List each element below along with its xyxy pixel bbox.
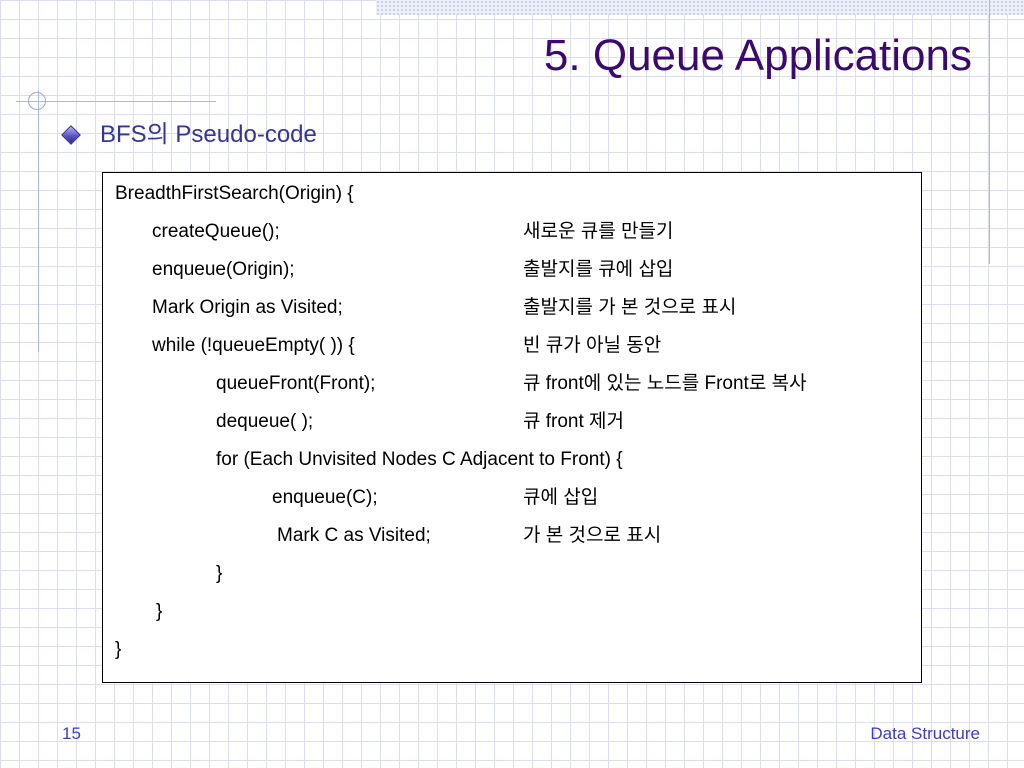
slide-title: 5. Queue Applications (543, 31, 972, 80)
code-comment: 새로운 큐를 만들기 (523, 221, 674, 242)
code-line: enqueue(C); (272, 487, 378, 508)
code-line: BreadthFirstSearch(Origin) { (115, 183, 354, 204)
code-comment: 출발지를 큐에 삽입 (523, 259, 674, 280)
code-comment: 큐에 삽입 (523, 487, 599, 508)
code-line: dequeue( ); (216, 411, 314, 432)
code-line: for (Each Unvisited Nodes C Adjacent to … (216, 449, 623, 470)
bullet-item: BFS의 Pseudo-code (61, 118, 317, 152)
code-comment: 가 본 것으로 표시 (523, 525, 662, 546)
decorative-circle (28, 92, 46, 110)
code-line: } (216, 563, 223, 584)
code-line: } (156, 601, 163, 622)
diamond-bullet-icon (61, 125, 81, 145)
code-comment: 큐 front 제거 (523, 411, 625, 432)
pseudo-code-box: BreadthFirstSearch(Origin) { createQueue… (102, 172, 922, 683)
code-line: createQueue(); (152, 221, 280, 242)
top-decoration-band (376, 0, 1024, 15)
code-line: while (!queueEmpty( )) { (152, 335, 355, 356)
bullet-text: BFS의 Pseudo-code (100, 121, 317, 148)
code-line: } (115, 639, 122, 660)
code-line: queueFront(Front); (216, 373, 376, 394)
code-comment: 빈 큐가 아닐 동안 (523, 335, 662, 356)
code-line: Mark Origin as Visited; (152, 297, 343, 318)
slide-number: 15 (62, 724, 81, 743)
code-line: Mark C as Visited; (277, 525, 431, 546)
code-comment: 출발지를 가 본 것으로 표시 (523, 297, 737, 318)
left-decorative-line (38, 90, 39, 352)
footer-text: Data Structure (870, 724, 980, 743)
right-decorative-line (989, 0, 990, 264)
code-line: enqueue(Origin); (152, 259, 295, 280)
left-decorative-hline (16, 101, 216, 102)
code-comment: 큐 front에 있는 노드를 Front로 복사 (523, 373, 807, 394)
